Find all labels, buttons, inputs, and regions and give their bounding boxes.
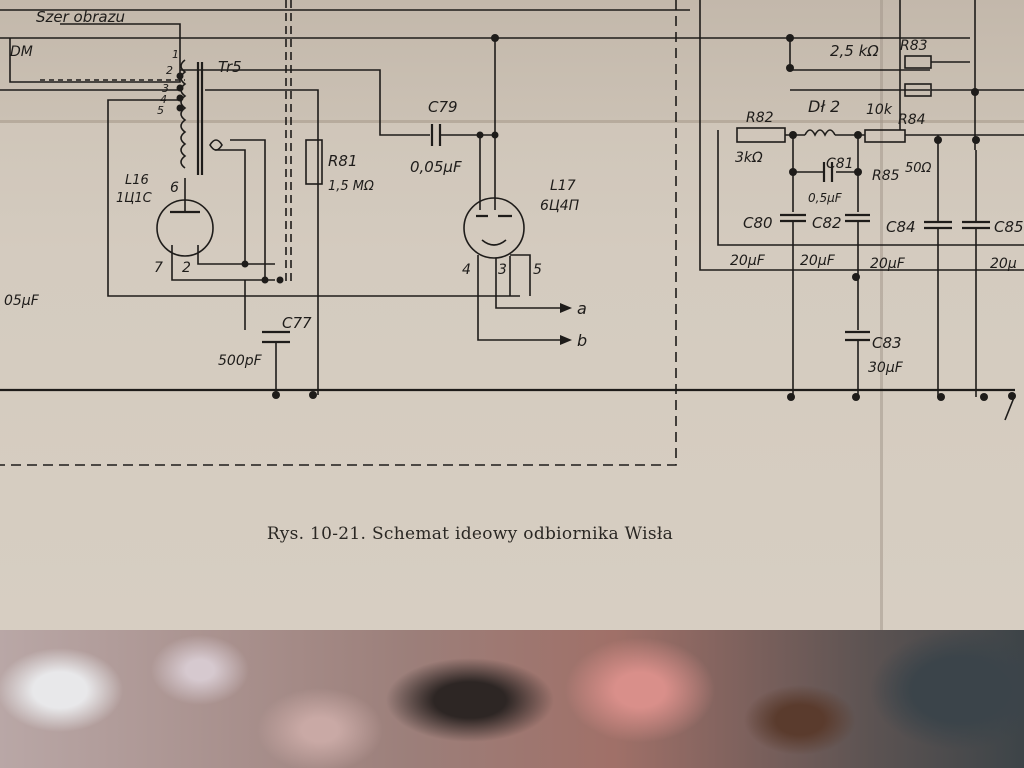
- label-r84-value: 10k: [866, 102, 893, 118]
- label-l17-pin4: 4: [462, 262, 471, 278]
- label-r82-value: 3kΩ: [735, 150, 763, 166]
- label-r84: R84: [898, 112, 926, 128]
- label-c83: C83: [872, 334, 902, 352]
- label-c79-value: 0,05μF: [410, 158, 462, 176]
- filter-section: [736, 0, 1024, 397]
- label-c82: C82: [812, 214, 842, 232]
- label-pin5: 5: [157, 104, 164, 117]
- label-r81: R81: [328, 152, 358, 170]
- paper-fold-line: [0, 120, 1024, 123]
- label-r82: R82: [746, 110, 774, 126]
- label-l16-pin2: 2: [182, 260, 191, 276]
- dashed-shield-lines: [0, 0, 677, 466]
- label-c83-value: 30μF: [868, 360, 904, 376]
- circuit-schematic: Szer obrazu DM Tr5 1 2 3 4 5 L16 1Ц1С 6 …: [0, 0, 1024, 466]
- label-c85-value: 20μ: [990, 256, 1017, 272]
- label-l17-type: 6Ц4П: [540, 198, 580, 214]
- label-c79: C79: [428, 98, 458, 116]
- paper-vertical-fold: [880, 0, 883, 632]
- figure-caption: Rys. 10-21. Schemat ideowy odbiornika Wi…: [266, 524, 674, 544]
- label-c85: C85: [994, 218, 1024, 236]
- paper-upper-fold: [0, 0, 1024, 122]
- top-bus-wires: [0, 0, 1024, 271]
- label-dl2: Dł 2: [808, 97, 840, 116]
- transformer-tr5: [107, 59, 520, 395]
- capacitor-c79: [430, 124, 495, 146]
- label-pin2: 2: [166, 64, 173, 77]
- label-c80-value: 20μF: [730, 253, 766, 269]
- label-l16-pin6: 6: [170, 180, 179, 196]
- label-l16: L16: [125, 173, 149, 188]
- label-tr5: Tr5: [218, 58, 242, 76]
- ground-bus: [0, 388, 1016, 421]
- label-pin3: 3: [162, 82, 169, 95]
- label-szer-obrazu: Szer obrazu: [36, 8, 125, 26]
- label-l17: L17: [550, 178, 576, 194]
- marble-surface-background: [0, 630, 1024, 768]
- label-r83-value: 2,5 kΩ: [830, 42, 879, 60]
- label-output-a: a: [577, 299, 587, 318]
- tube-l16: [156, 178, 275, 281]
- tube-l17: [463, 135, 572, 345]
- resistor-r81: [305, 139, 323, 185]
- label-c81: C81: [826, 156, 854, 172]
- label-c77-value: 500pF: [218, 353, 263, 369]
- label-l17-pin3: 3: [498, 262, 507, 278]
- label-c77: C77: [282, 314, 312, 332]
- label-r85: R85: [872, 168, 900, 184]
- label-c81-value: 0,5μF: [808, 191, 843, 205]
- label-dm: DM: [10, 44, 33, 60]
- label-pin1: 1: [172, 48, 179, 61]
- label-r83: R83: [900, 38, 928, 54]
- label-c84-value: 20μF: [870, 256, 906, 272]
- label-r85-value: 50Ω: [905, 161, 932, 176]
- label-c84: C84: [886, 218, 916, 236]
- label-output-b: b: [577, 331, 587, 350]
- label-l16-pin7: 7: [154, 260, 163, 276]
- label-c82-value: 20μF: [800, 253, 836, 269]
- label-pin4: 4: [160, 93, 167, 106]
- label-l17-pin5: 5: [533, 262, 542, 278]
- label-c80: C80: [743, 214, 773, 232]
- capacitor-c77: [244, 280, 290, 395]
- label-l16-type: 1Ц1С: [116, 191, 153, 206]
- label-r81-value: 1,5 MΩ: [328, 179, 374, 194]
- label-left-cap: 05μF: [4, 293, 40, 309]
